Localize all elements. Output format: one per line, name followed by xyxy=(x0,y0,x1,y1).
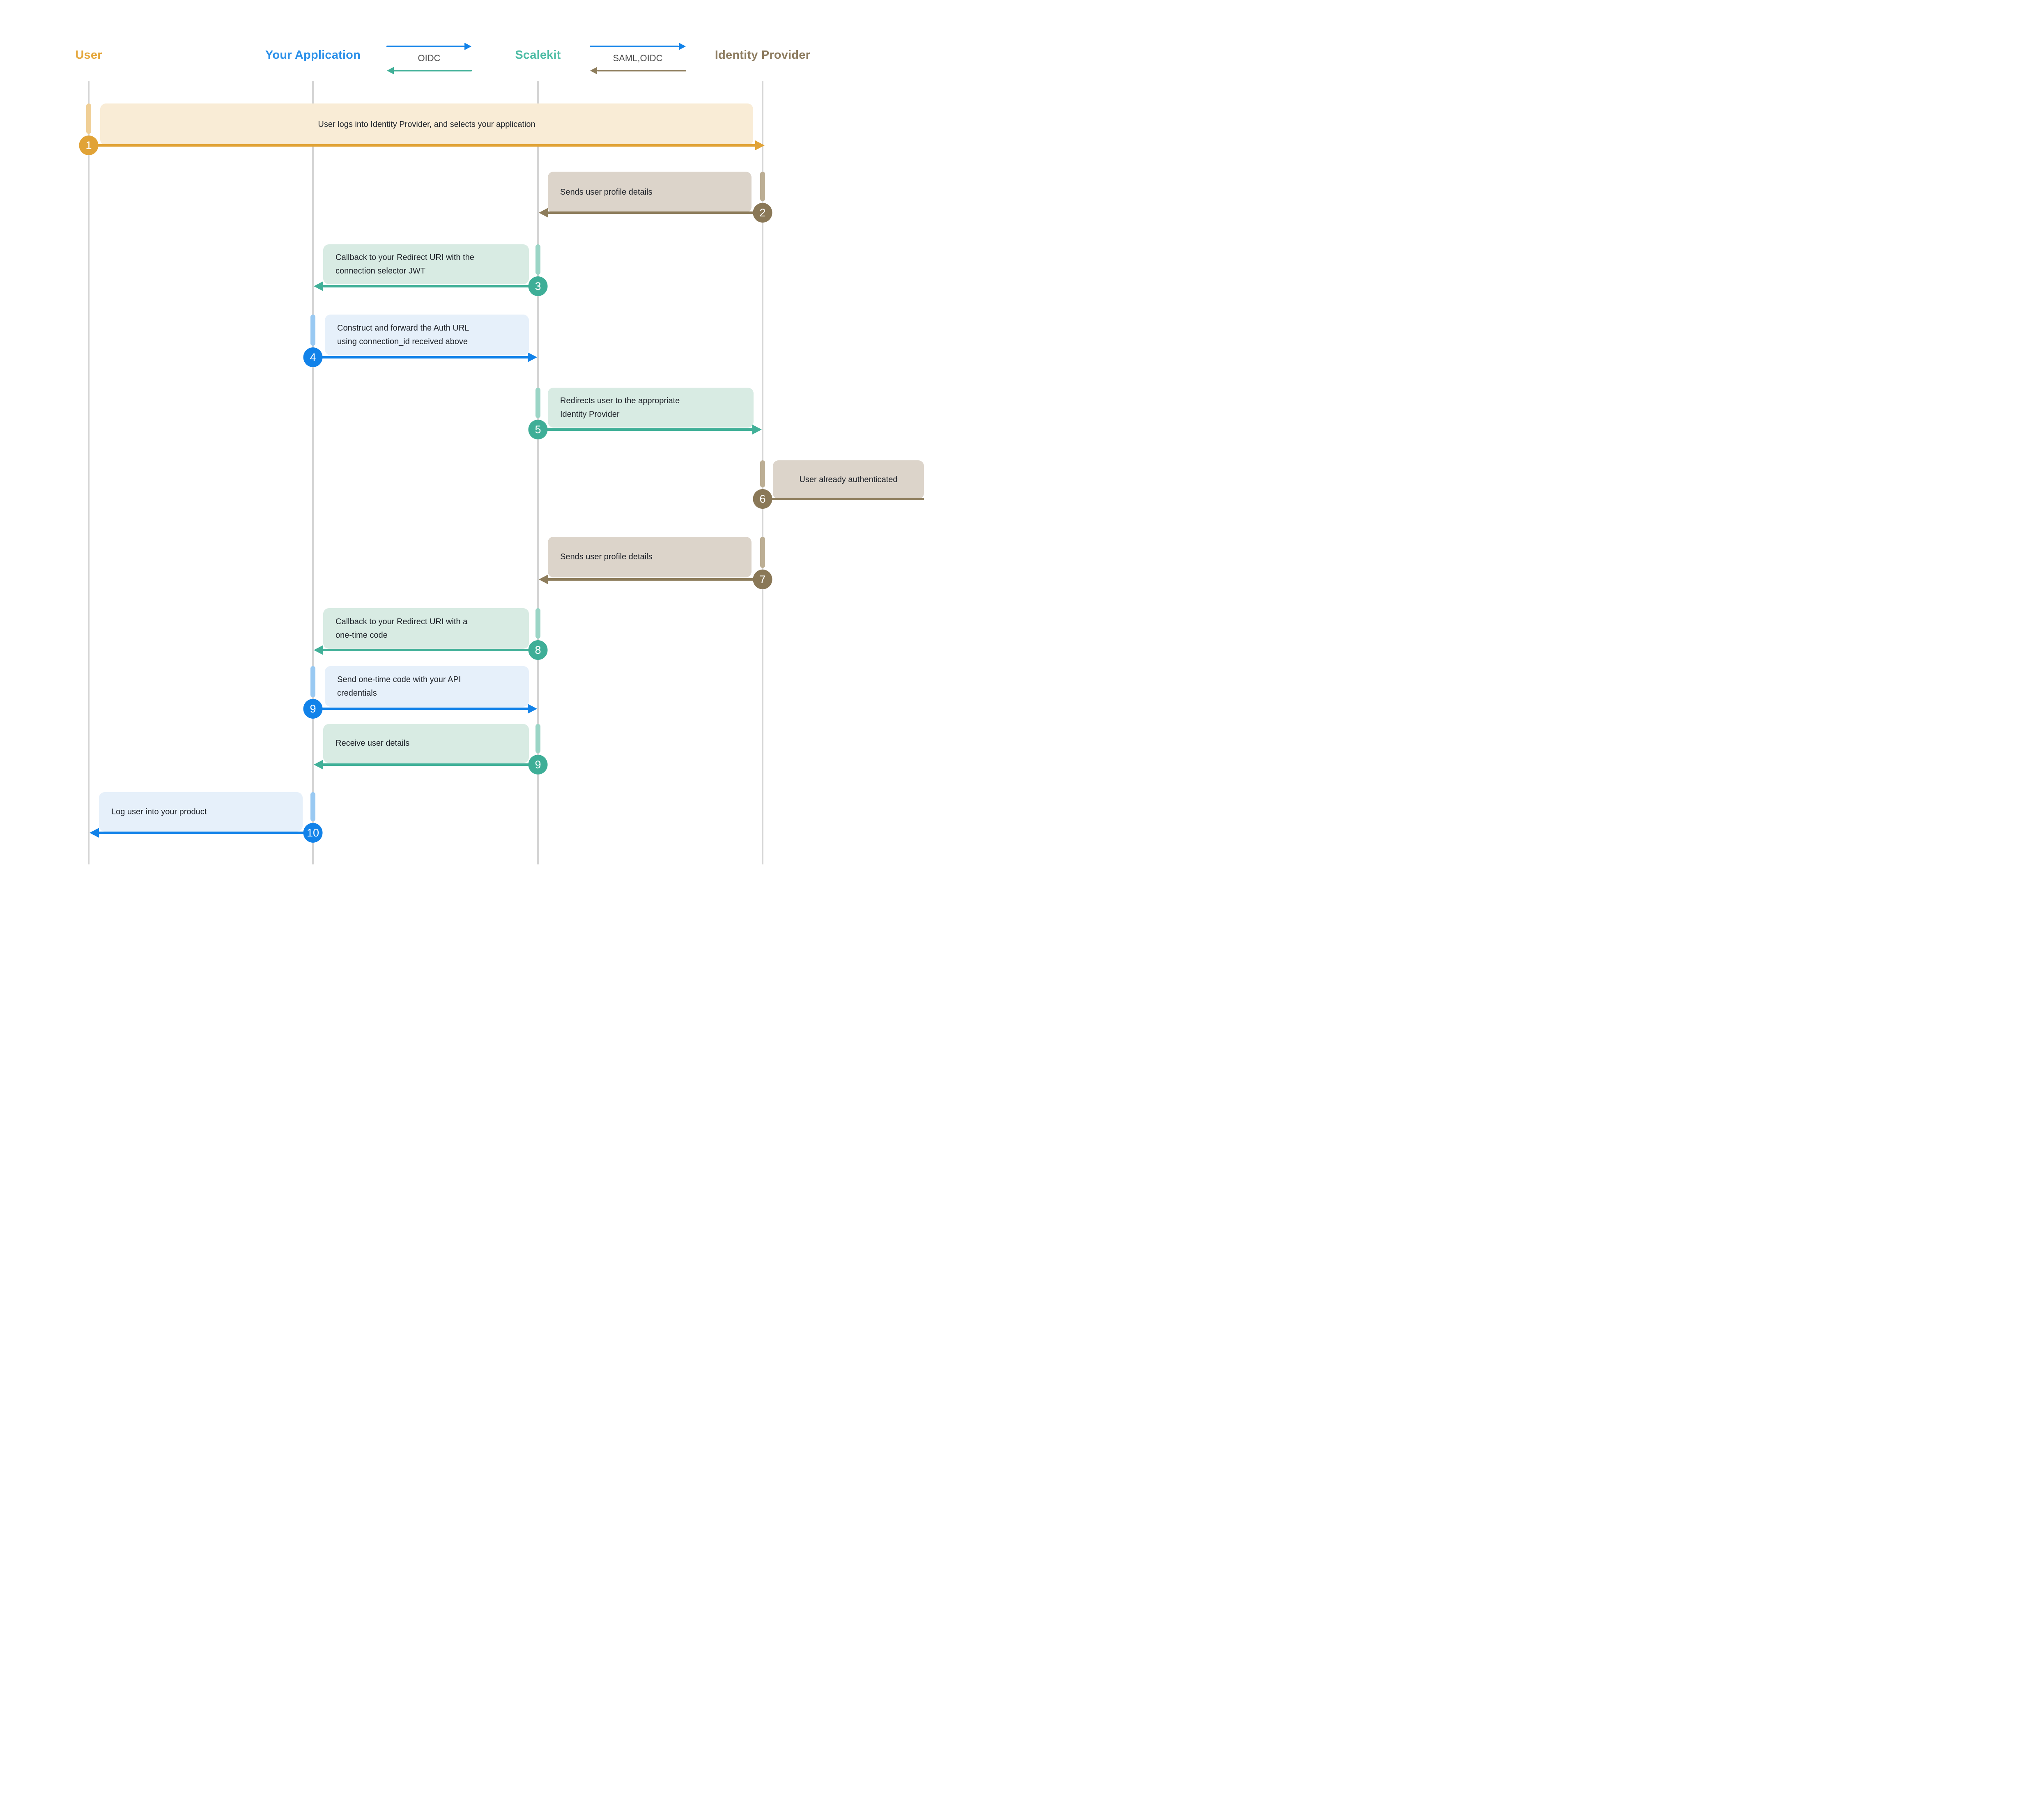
arrow-line xyxy=(539,574,763,584)
lifeline-scalekit xyxy=(537,81,539,864)
activation-bar xyxy=(310,792,315,821)
arrow-line xyxy=(539,208,763,218)
step-badge: 7 xyxy=(753,570,772,589)
step-badge: 10 xyxy=(303,823,323,843)
activation-bar xyxy=(760,460,765,487)
step-badge: 9 xyxy=(303,699,323,719)
arrowhead-left-icon xyxy=(539,574,548,584)
lifeline-your-application xyxy=(312,81,314,864)
arrowhead-right-icon xyxy=(528,352,537,362)
message-text: Sends user profile details xyxy=(560,552,653,561)
message-text: User logs into Identity Provider, and se… xyxy=(318,119,535,129)
message-bubble: Construct and forward the Auth URL using… xyxy=(325,315,529,355)
step-badge: 3 xyxy=(528,276,548,296)
arrowhead-right-icon xyxy=(755,140,765,150)
arrowhead-left-icon xyxy=(314,645,323,655)
step-badge: 1 xyxy=(79,136,99,155)
arrow-line xyxy=(314,645,538,655)
message-bubble: Sends user profile details xyxy=(548,172,752,213)
lifeline-user xyxy=(88,81,90,864)
arrowhead-left-icon xyxy=(314,760,323,770)
oidc-forward-arrow-icon xyxy=(386,43,471,50)
arrow-line xyxy=(763,498,924,500)
arrowhead-left-icon xyxy=(539,208,548,218)
message-text: Redirects user to the appropriate Identi… xyxy=(560,396,680,419)
oidc-back-arrow-icon xyxy=(387,67,472,74)
activation-bar xyxy=(535,608,540,639)
saml-forward-arrow-icon xyxy=(590,43,686,50)
arrowhead-left-icon xyxy=(90,828,99,838)
message-bubble: Sends user profile details xyxy=(548,537,752,577)
message-text: Send one-time code with your API credent… xyxy=(337,675,461,698)
arrowhead-right-icon xyxy=(679,43,686,50)
arrowhead-right-icon xyxy=(528,704,537,714)
message-bubble: User logs into Identity Provider, and se… xyxy=(100,103,753,145)
message-text: Construct and forward the Auth URL using… xyxy=(337,323,469,346)
arrowhead-right-icon xyxy=(464,43,471,50)
step-badge: 4 xyxy=(303,347,323,367)
legend-label-saml-oidc: SAML,OIDC xyxy=(613,53,663,63)
sequence-diagram: User Your Application Scalekit Identity … xyxy=(0,0,1014,910)
message-bubble: Log user into your product xyxy=(99,792,303,832)
message-bubble: Callback to your Redirect URI with the c… xyxy=(323,244,529,284)
actor-label-user: User xyxy=(75,48,102,62)
saml-back-arrow-icon xyxy=(590,67,686,74)
message-bubble: Send one-time code with your API credent… xyxy=(325,666,529,707)
activation-bar xyxy=(310,666,315,697)
arrow-line xyxy=(313,704,537,714)
message-bubble: Receive user details xyxy=(323,724,529,763)
step-badge: 5 xyxy=(528,420,548,439)
actor-label-identity-provider: Identity Provider xyxy=(715,48,811,62)
arrowhead-left-icon xyxy=(387,67,394,74)
activation-bar xyxy=(760,537,765,568)
step-badge: 9 xyxy=(528,755,548,774)
activation-bar xyxy=(760,172,765,201)
arrowhead-left-icon xyxy=(590,67,597,74)
message-text: Log user into your product xyxy=(111,807,207,816)
activation-bar xyxy=(310,315,315,346)
arrow-line xyxy=(314,281,538,291)
step-badge: 2 xyxy=(753,203,772,223)
arrow-line xyxy=(90,828,313,838)
message-text: Callback to your Redirect URI with the c… xyxy=(336,253,474,276)
step-badge: 8 xyxy=(528,640,548,660)
message-text: Receive user details xyxy=(336,739,410,748)
legend-label-oidc: OIDC xyxy=(418,53,441,63)
activation-bar xyxy=(535,244,540,275)
actor-label-your-application: Your Application xyxy=(265,48,361,62)
message-text: Callback to your Redirect URI with a one… xyxy=(336,617,468,640)
activation-bar xyxy=(86,103,91,134)
step-badge: 6 xyxy=(753,489,772,509)
message-text: Sends user profile details xyxy=(560,187,653,197)
message-bubble: User already authenticated xyxy=(773,460,924,499)
message-text: User already authenticated xyxy=(799,475,898,484)
arrow-line xyxy=(313,352,537,362)
activation-bar xyxy=(535,724,540,753)
actor-label-scalekit: Scalekit xyxy=(515,48,561,62)
activation-bar xyxy=(535,388,540,418)
arrowhead-left-icon xyxy=(314,281,323,291)
arrow-line xyxy=(538,425,762,434)
arrow-line xyxy=(89,140,765,150)
message-bubble: Redirects user to the appropriate Identi… xyxy=(548,388,754,427)
arrowhead-right-icon xyxy=(752,425,762,434)
arrow-line xyxy=(314,760,538,770)
message-bubble: Callback to your Redirect URI with a one… xyxy=(323,608,529,649)
